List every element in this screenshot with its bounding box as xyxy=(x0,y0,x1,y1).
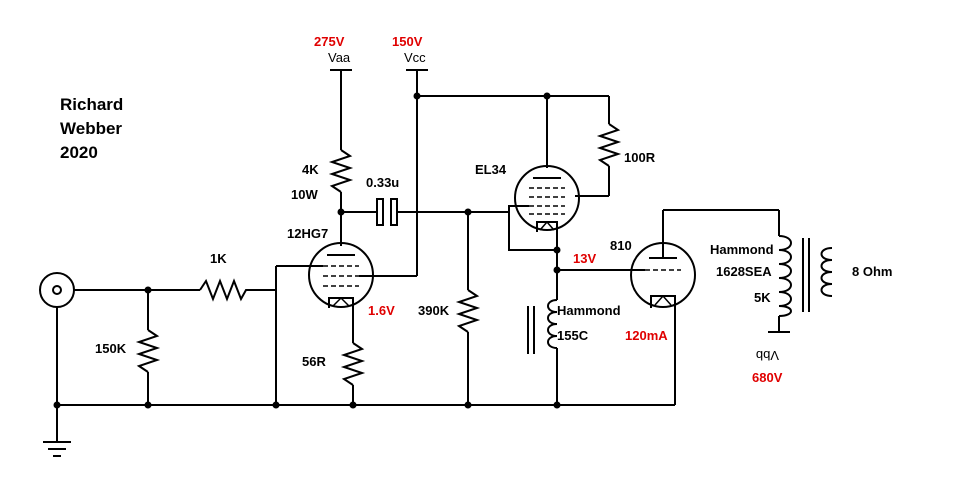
plate-resistor-value: 4K xyxy=(302,162,319,177)
input-jack xyxy=(39,272,200,442)
output-current: 120mA xyxy=(625,328,668,343)
follower-voltage: 13V xyxy=(573,251,596,266)
vaa-label: Vaa xyxy=(328,50,351,65)
cathode-resistor-value: 56R xyxy=(302,354,326,369)
grid-resistor xyxy=(455,212,481,405)
transformer-primary: 5K xyxy=(754,290,771,305)
ground-icon xyxy=(43,441,71,457)
plate-resistor-power: 10W xyxy=(291,187,318,202)
input-shunt-resistor xyxy=(135,290,161,405)
coupling-capacitor xyxy=(341,198,510,226)
output-transformer xyxy=(768,235,833,333)
year-label: 2020 xyxy=(60,143,98,162)
junction-dots xyxy=(53,92,561,409)
input-resistor xyxy=(199,278,276,302)
follower-tube-label: EL34 xyxy=(475,162,507,177)
vcc-rail xyxy=(406,69,610,276)
transformer-model: 1628SEA xyxy=(716,264,772,279)
vcc-label: Vcc xyxy=(404,50,426,65)
output-tube-label: 810 xyxy=(610,238,632,253)
vbb-label: Vbb xyxy=(756,348,779,363)
load-label: 8 Ohm xyxy=(852,264,892,279)
author-last-name: Webber xyxy=(60,119,122,138)
cathode-voltage: 1.6V xyxy=(368,303,395,318)
grid-stopper-value: 100R xyxy=(624,150,656,165)
vaa-rail xyxy=(330,69,352,150)
driver-tube xyxy=(275,242,417,405)
output-tube xyxy=(557,209,780,405)
cathode-resistor xyxy=(340,308,366,405)
author-first-name: Richard xyxy=(60,95,123,114)
vaa-voltage: 275V xyxy=(314,34,345,49)
coupling-capacitor-value: 0.33u xyxy=(366,175,399,190)
vbb-voltage: 680V xyxy=(752,370,783,385)
input-shunt-resistor-value: 150K xyxy=(95,341,127,356)
driver-tube-label: 12HG7 xyxy=(287,226,328,241)
choke-brand: Hammond xyxy=(557,303,621,318)
choke-inductor xyxy=(527,299,558,405)
grid-stopper-resistor xyxy=(575,123,622,197)
grid-resistor-value: 390K xyxy=(418,303,450,318)
choke-model: 155C xyxy=(557,328,589,343)
transformer-brand: Hammond xyxy=(710,242,774,257)
vcc-voltage: 150V xyxy=(392,34,423,49)
input-resistor-value: 1K xyxy=(210,251,227,266)
follower-tube xyxy=(508,165,580,300)
plate-resistor xyxy=(328,149,354,246)
